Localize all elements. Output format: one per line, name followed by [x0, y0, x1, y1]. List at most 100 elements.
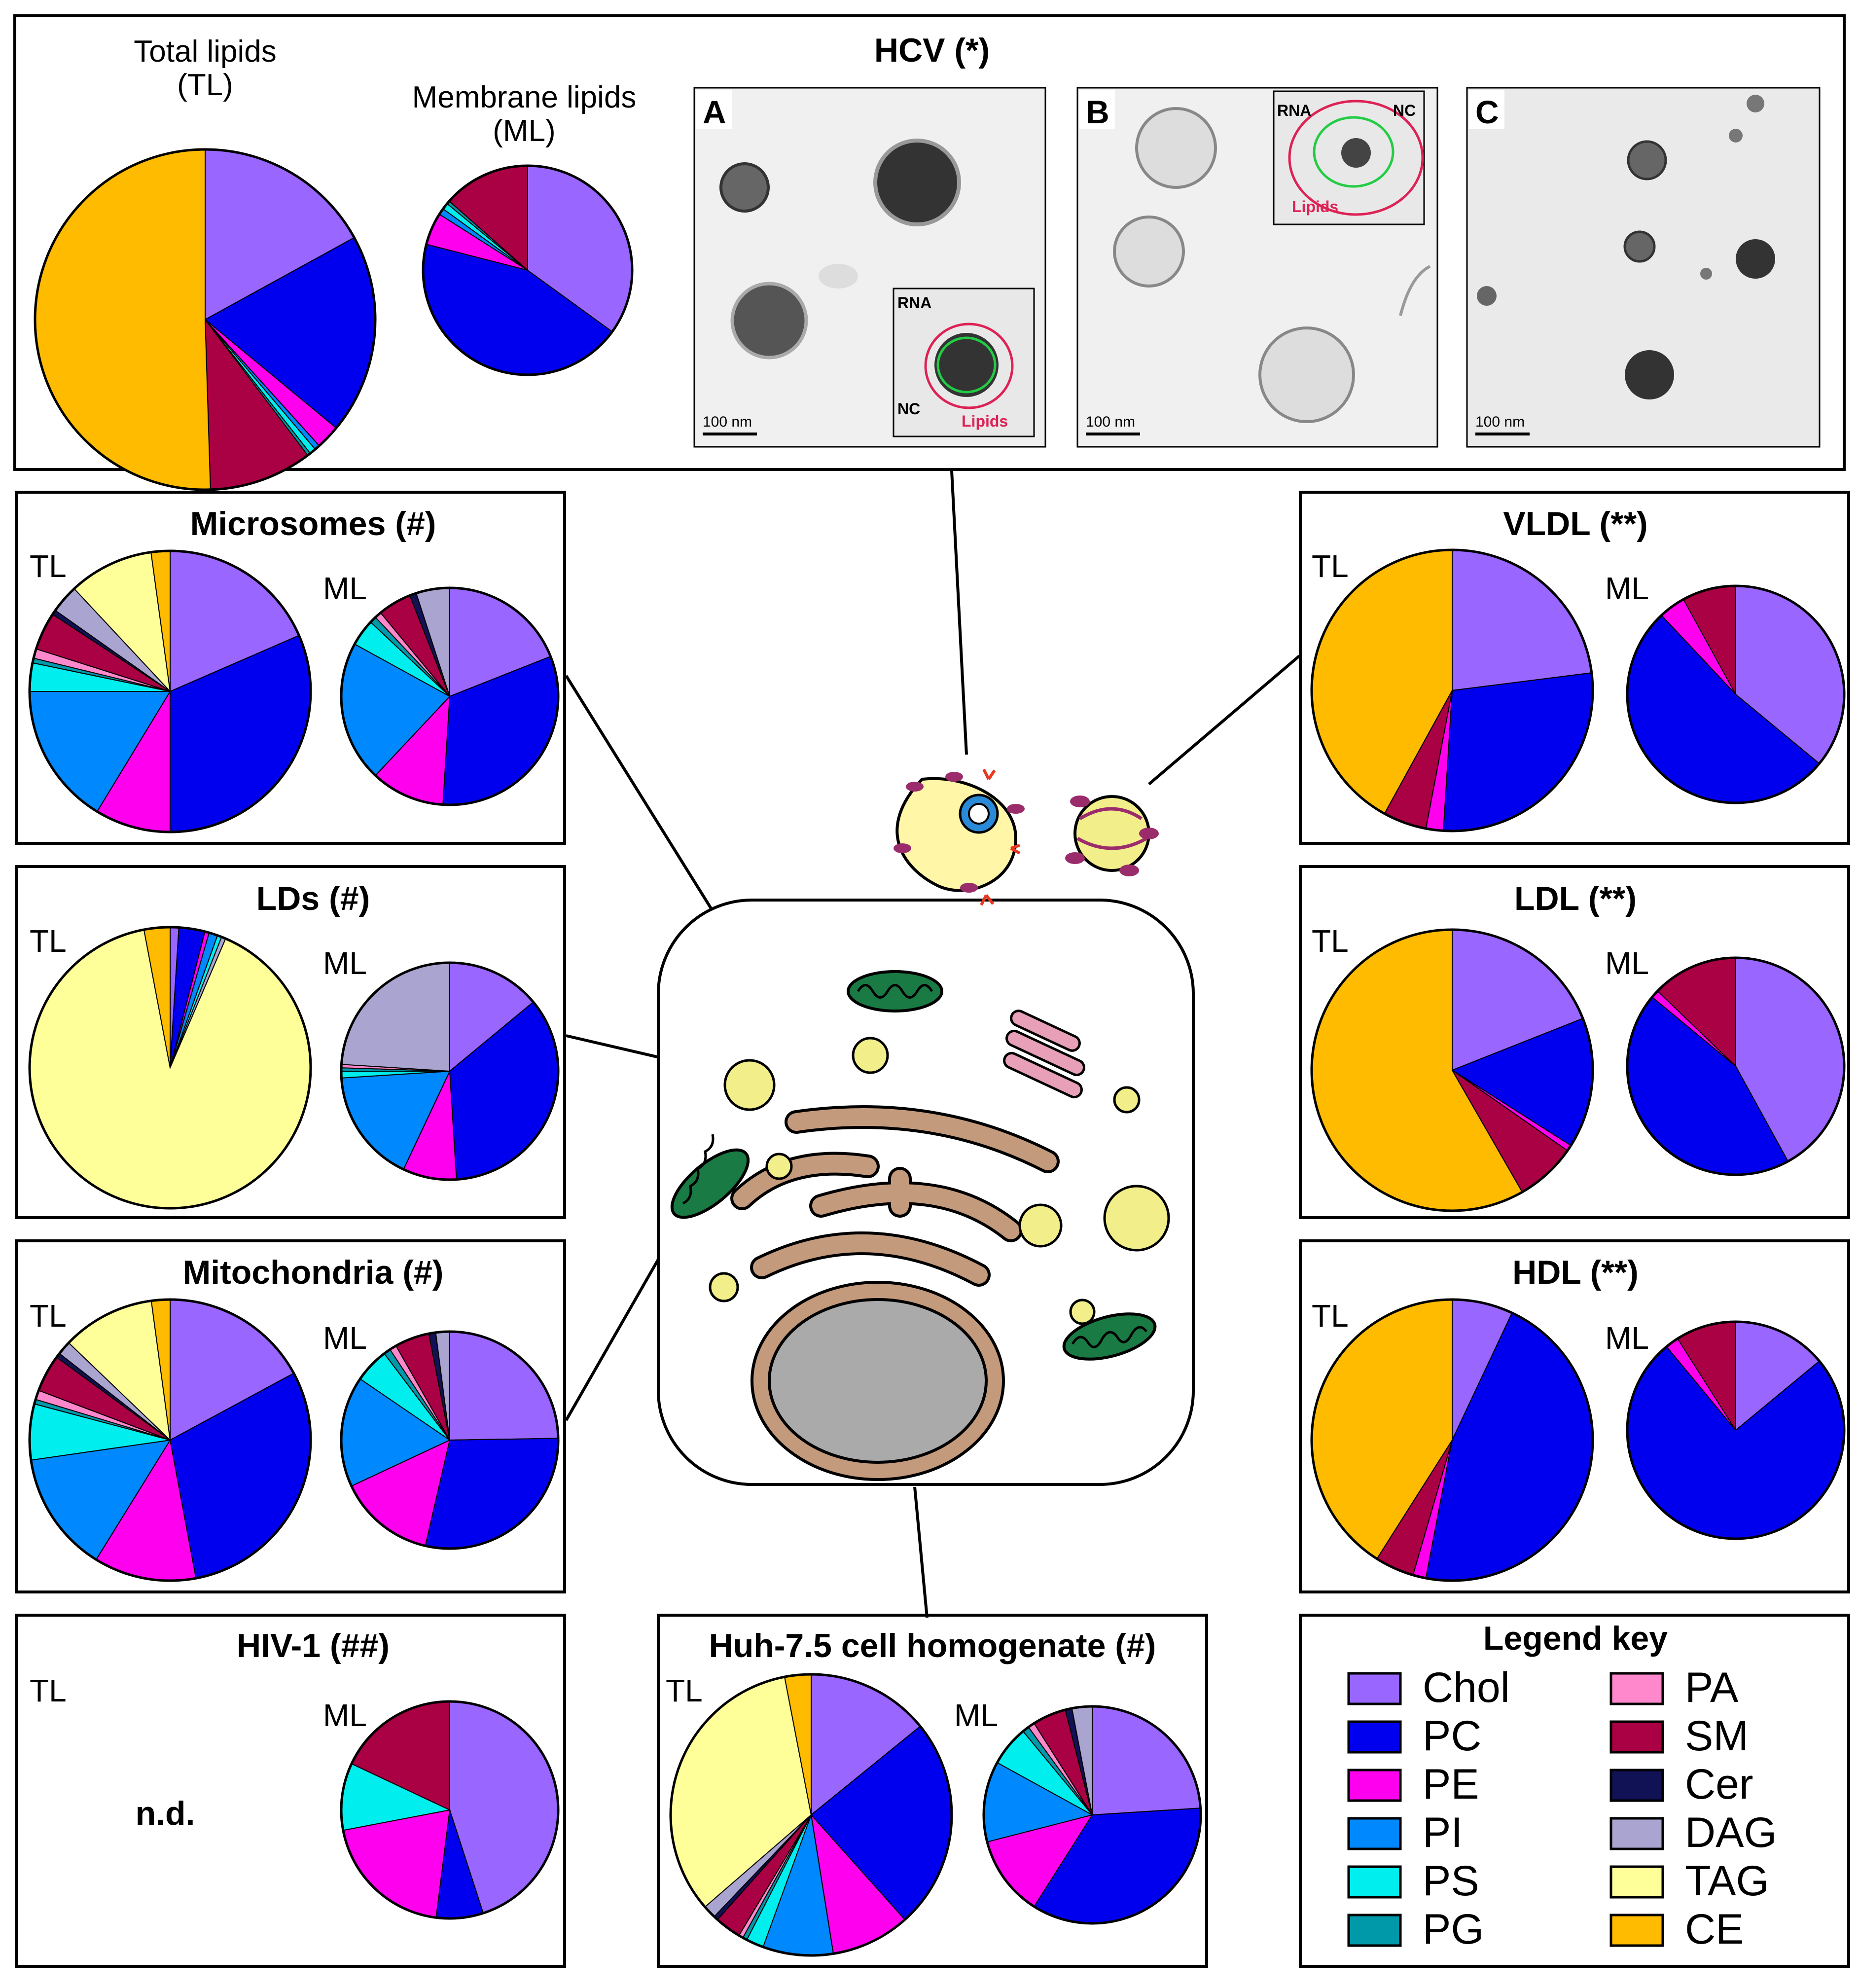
- mitochondrion: [847, 970, 943, 1012]
- ldl-panel: LDL (**) TL ML: [1312, 880, 1649, 981]
- legend-title: Legend key: [1483, 1620, 1668, 1657]
- pie-mito_ml: [340, 1330, 560, 1550]
- legend-swatch-pc: [1347, 1720, 1402, 1754]
- microsomes-panel: Microsomes (#) TL ML: [30, 505, 436, 606]
- pie-lds_tl: [28, 926, 312, 1210]
- mitochondria-panel-frame: [15, 1239, 566, 1593]
- endoplasmic-reticulum-fill: [733, 1108, 1057, 1284]
- vldl-title: VLDL (**): [1503, 505, 1647, 542]
- hdl-tl-label: TL: [1312, 1298, 1349, 1334]
- particle: [1736, 239, 1775, 279]
- hdl-title: HDL (**): [1512, 1254, 1639, 1291]
- micrograph-b-letter: B: [1086, 94, 1109, 130]
- particle: [1258, 326, 1355, 423]
- pie-outline: [1626, 956, 1846, 1176]
- micrograph-a-frame: [693, 87, 1046, 448]
- pie-ldl_ml: [1626, 956, 1846, 1176]
- lds-title: LDs (#): [256, 880, 370, 917]
- hcv-panel-frame: [13, 14, 1846, 471]
- particle: [1623, 230, 1656, 263]
- inset-particle: [1341, 138, 1371, 168]
- legend-label-sm: SM: [1685, 1712, 1749, 1760]
- vldl-panel-frame: [1299, 491, 1850, 845]
- pie-outline: [34, 148, 377, 491]
- particle: [1700, 268, 1712, 280]
- inset-lipids-label: Lipids: [1292, 198, 1338, 216]
- ldl-panel-frame: [1299, 865, 1850, 1219]
- panel-letter-box: [1079, 90, 1115, 129]
- legend-panel-frame: [1299, 1614, 1850, 1968]
- pie-slice-chol: [1092, 1705, 1201, 1816]
- hcv-rna: [968, 803, 990, 825]
- legend-swatch-sm: [1609, 1720, 1664, 1754]
- nc-outline: [936, 336, 997, 394]
- hiv-panel-frame: [15, 1614, 566, 1968]
- pie-outline: [1626, 1320, 1846, 1540]
- hcv-ml-label-line1: Membrane lipids: [412, 80, 637, 114]
- pie-mic_ml: [340, 586, 560, 806]
- vldl-ml-label: ML: [1605, 571, 1649, 606]
- legend-label-pe: PE: [1423, 1761, 1479, 1808]
- inset-particle: [934, 333, 999, 397]
- apolipoproteins: [1065, 795, 1159, 876]
- huh-ml-label: ML: [954, 1698, 998, 1733]
- pie-outline: [422, 164, 634, 376]
- hiv-panel: HIV-1 (##) TL ML n.d.: [30, 1627, 390, 1832]
- micrograph-b-scale: 100 nm: [1086, 414, 1135, 430]
- particle: [1113, 216, 1185, 288]
- hcv-tl-label-line2: (TL): [177, 68, 233, 102]
- pie-hdl_ml: [1626, 1320, 1846, 1540]
- particle: [1625, 350, 1674, 399]
- panel-letter-box: [1469, 90, 1504, 129]
- legend-swatch-pg: [1347, 1914, 1402, 1947]
- pie-slice-ce: [35, 148, 211, 490]
- pie-mito_tl: [28, 1298, 312, 1582]
- pie-lds_ml: [340, 961, 560, 1181]
- legend-swatch-cer: [1609, 1769, 1664, 1802]
- particle: [873, 139, 961, 226]
- hcv-tl-label-line1: Total lipids: [134, 35, 276, 69]
- mitochondria-ml-label: ML: [323, 1320, 367, 1356]
- particle: [1135, 107, 1217, 189]
- vldl-panel: VLDL (**) TL ML: [1312, 505, 1649, 606]
- artifact: [819, 264, 858, 289]
- legend-label-cer: Cer: [1685, 1761, 1753, 1808]
- particle: [719, 162, 770, 213]
- legend-swatch-tag: [1609, 1865, 1664, 1899]
- huh-panel: Huh-7.5 cell homogenate (#) TL ML: [666, 1627, 1156, 1733]
- mitochondria-title: Mitochondria (#): [183, 1254, 444, 1291]
- cell-diagram: [657, 899, 1195, 1486]
- particle: [1627, 140, 1667, 181]
- micrograph-c-letter: C: [1475, 94, 1499, 130]
- pie-huh_ml: [982, 1705, 1202, 1925]
- huh-title: Huh-7.5 cell homogenate (#): [709, 1627, 1156, 1664]
- legend-label-chol: Chol: [1423, 1664, 1510, 1711]
- legend-swatch-chol: [1347, 1672, 1402, 1705]
- pie-outline: [28, 1298, 312, 1582]
- pie-slice-chol: [449, 1331, 559, 1441]
- pie-outline: [1310, 1298, 1594, 1582]
- pie-hcv_ml: [422, 164, 634, 376]
- connector-vldl: [1148, 654, 1300, 786]
- lds-tl-label: TL: [30, 923, 67, 959]
- hcv-title: HCV (*): [874, 32, 990, 69]
- mitochondria-tl-label: TL: [30, 1298, 67, 1334]
- micrograph-a-scale: 100 nm: [703, 414, 752, 430]
- pie-outline: [340, 961, 560, 1181]
- legend-label-pi: PI: [1423, 1809, 1463, 1856]
- hcv-particle: [894, 768, 1025, 906]
- connector-hcv: [950, 470, 968, 755]
- lipid-droplets: [709, 1037, 1170, 1325]
- ldl-ml-label: ML: [1605, 945, 1649, 981]
- apolipoproteins: [894, 772, 1025, 893]
- pie-outline: [28, 926, 312, 1210]
- pie-outline: [28, 549, 312, 833]
- micrograph-c-scale: 100 nm: [1475, 414, 1525, 430]
- pie-mic_tl: [28, 549, 312, 833]
- lds-panel-frame: [15, 865, 566, 1219]
- lipids-outline: [924, 323, 1014, 409]
- lipids-outline: [1288, 100, 1424, 216]
- panel-letter-box: [696, 90, 732, 129]
- pie-ldl_tl: [1310, 928, 1594, 1212]
